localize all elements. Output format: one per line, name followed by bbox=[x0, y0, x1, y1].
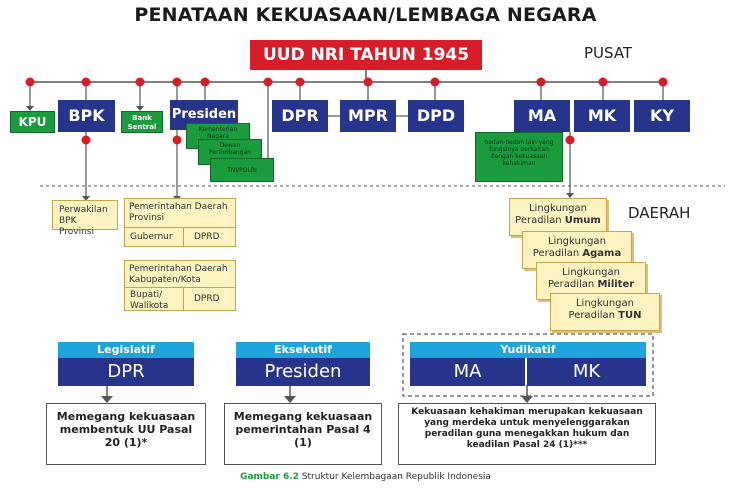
yudikatif-ma-body: MA bbox=[410, 358, 526, 386]
pemda-provinsi-box: Pemerintahan Daerah Provinsi bbox=[124, 198, 236, 228]
peradilan-tun-prefix: Lingkungan Peradilan bbox=[568, 298, 634, 321]
eksekutif-desc: Memegang kekuasaan pemerintahan Pasal 4 … bbox=[224, 403, 382, 465]
perwakilan-bpk-box: Perwakilan BPK Provinsi bbox=[52, 200, 118, 237]
peradilan-tun-box: Lingkungan Peradilan TUN bbox=[550, 293, 660, 331]
kpu-box: KPU bbox=[10, 111, 55, 133]
dpd-box: DPD bbox=[408, 100, 464, 132]
pusat-label: PUSAT bbox=[584, 44, 633, 62]
legislatif-desc: Memegang kekuasaan membentuk UU Pasal 20… bbox=[46, 403, 206, 465]
legislatif-header: Legislatif bbox=[58, 342, 194, 358]
page-title: PENATAAN KEKUASAAN/LEMBAGA NEGARA bbox=[134, 4, 597, 26]
figure-caption: Gambar 6.2 Struktur Kelembagaan Republik… bbox=[0, 472, 731, 482]
eksekutif-body: Presiden bbox=[236, 358, 370, 386]
bupati-box: Bupati/ Walikota bbox=[124, 287, 184, 311]
peradilan-militer-prefix: Lingkungan Peradilan bbox=[547, 267, 620, 290]
pemda-kabupaten-box: Pemerintahan Daerah Kabupaten/Kota bbox=[124, 260, 236, 288]
ky-box: KY bbox=[634, 100, 690, 132]
presiden-box: Presiden bbox=[170, 100, 238, 130]
badan-lain-box: badan-badan lain yang fungsinya berkaita… bbox=[475, 132, 563, 182]
dprd-kabupaten-box: DPRD bbox=[183, 287, 236, 311]
mk-box: MK bbox=[574, 100, 630, 132]
bpk-box: BPK bbox=[58, 100, 115, 132]
mpr-box: MPR bbox=[340, 100, 396, 132]
tni-polri-box: TNI/POLRI bbox=[210, 158, 274, 182]
bank-sentral-box: Bank Sentral bbox=[121, 111, 163, 133]
caption-text: Struktur Kelembagaan Republik Indonesia bbox=[298, 472, 491, 482]
peradilan-umum-bold: Umum bbox=[564, 215, 601, 226]
peradilan-agama-bold: Agama bbox=[582, 248, 622, 259]
yudikatif-mk-body: MK bbox=[527, 358, 646, 386]
eksekutif-header: Eksekutif bbox=[236, 342, 370, 358]
peradilan-agama-prefix: Lingkungan Peradilan bbox=[532, 236, 606, 259]
yudikatif-header: Yudikatif bbox=[410, 342, 646, 358]
dpr-box: DPR bbox=[272, 100, 328, 132]
peradilan-militer-bold: Militer bbox=[597, 279, 635, 290]
daerah-label: DAERAH bbox=[628, 204, 691, 222]
peradilan-umum-box: Lingkungan Peradilan Umum bbox=[509, 198, 607, 236]
caption-label: Gambar 6.2 bbox=[240, 472, 299, 482]
yudikatif-desc: Kekuasaan kehakiman merupakan kekuasaan … bbox=[398, 403, 656, 465]
peradilan-umum-prefix: Lingkungan Peradilan bbox=[515, 203, 587, 226]
gubernur-box: Gubernur bbox=[124, 227, 184, 247]
ma-box: MA bbox=[514, 100, 570, 132]
dprd-provinsi-box: DPRD bbox=[183, 227, 236, 247]
legislatif-body: DPR bbox=[58, 358, 194, 386]
uud-banner: UUD NRI TAHUN 1945 bbox=[250, 40, 482, 70]
peradilan-tun-bold: TUN bbox=[618, 310, 642, 321]
